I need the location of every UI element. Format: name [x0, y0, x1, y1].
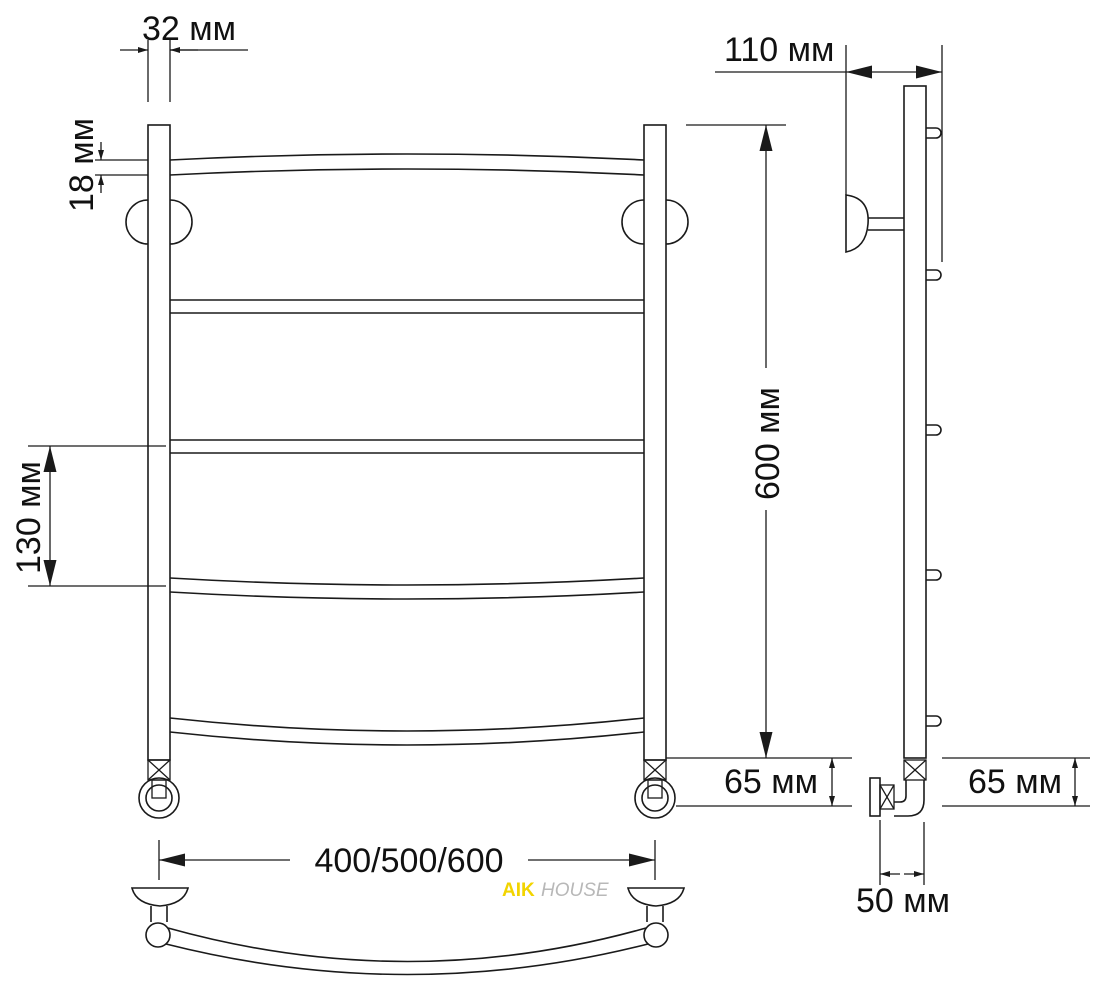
brand-part2: HOUSE: [541, 880, 609, 901]
dimension-connection-front: 65 мм: [676, 758, 852, 807]
label-pipe-diameter: 32 мм: [142, 10, 236, 48]
label-bar-thickness: 18 мм: [63, 118, 101, 212]
plan-arc-outer: [167, 927, 647, 963]
side-rung-stub: [926, 424, 942, 436]
brand-watermark: AIK HOUSE: [502, 880, 609, 901]
right-plan-pipe: [643, 922, 669, 948]
side-wall-bracket: [845, 194, 904, 253]
label-connection-side: 65 мм: [968, 763, 1062, 801]
left-plan-flange: [130, 887, 190, 907]
side-view: [845, 85, 942, 817]
label-width: 400/500/600: [314, 842, 503, 880]
top-view: [130, 887, 686, 976]
top-curved-bar: [169, 153, 645, 176]
dimension-rung-spacing: 130 мм: [10, 445, 166, 587]
right-wall-mount: [621, 199, 689, 245]
dimension-pipe-diameter: 32 мм: [120, 10, 248, 102]
label-rung-spacing: 130 мм: [10, 461, 48, 574]
dimension-wall-offset: 110 мм: [715, 31, 943, 262]
right-upright-pipe: [643, 124, 667, 761]
dimension-connection-depth: 50 мм: [856, 820, 950, 920]
dimension-bar-thickness: 18 мм: [63, 118, 148, 212]
brand-part1: AIK: [502, 880, 535, 901]
side-rung-stub: [926, 715, 942, 727]
side-rung-stub: [926, 569, 942, 581]
side-rung-stub: [926, 127, 942, 139]
side-upright-pipe: [903, 85, 927, 759]
label-wall-offset: 110 мм: [724, 31, 834, 69]
left-bottom-fitting: [138, 759, 180, 819]
right-plan-flange: [626, 887, 686, 907]
label-connection-front: 65 мм: [724, 763, 818, 801]
dimension-width: 400/500/600: [158, 840, 656, 880]
left-wall-mount: [125, 199, 193, 245]
front-view: [125, 124, 689, 819]
left-plan-pipe: [145, 922, 171, 948]
side-bottom-fitting: [869, 759, 927, 817]
side-rung-stub: [926, 269, 942, 281]
dimension-connection-side: 65 мм: [942, 757, 1090, 807]
straight-rungs: [170, 299, 644, 454]
label-height: 600 мм: [749, 387, 787, 500]
dimension-height: 600 мм: [666, 124, 852, 759]
right-bottom-fitting: [634, 759, 676, 819]
curved-rungs: [169, 577, 645, 746]
label-connection-depth: 50 мм: [856, 882, 950, 920]
plan-arc-inner: [165, 943, 649, 976]
left-upright-pipe: [147, 124, 171, 761]
